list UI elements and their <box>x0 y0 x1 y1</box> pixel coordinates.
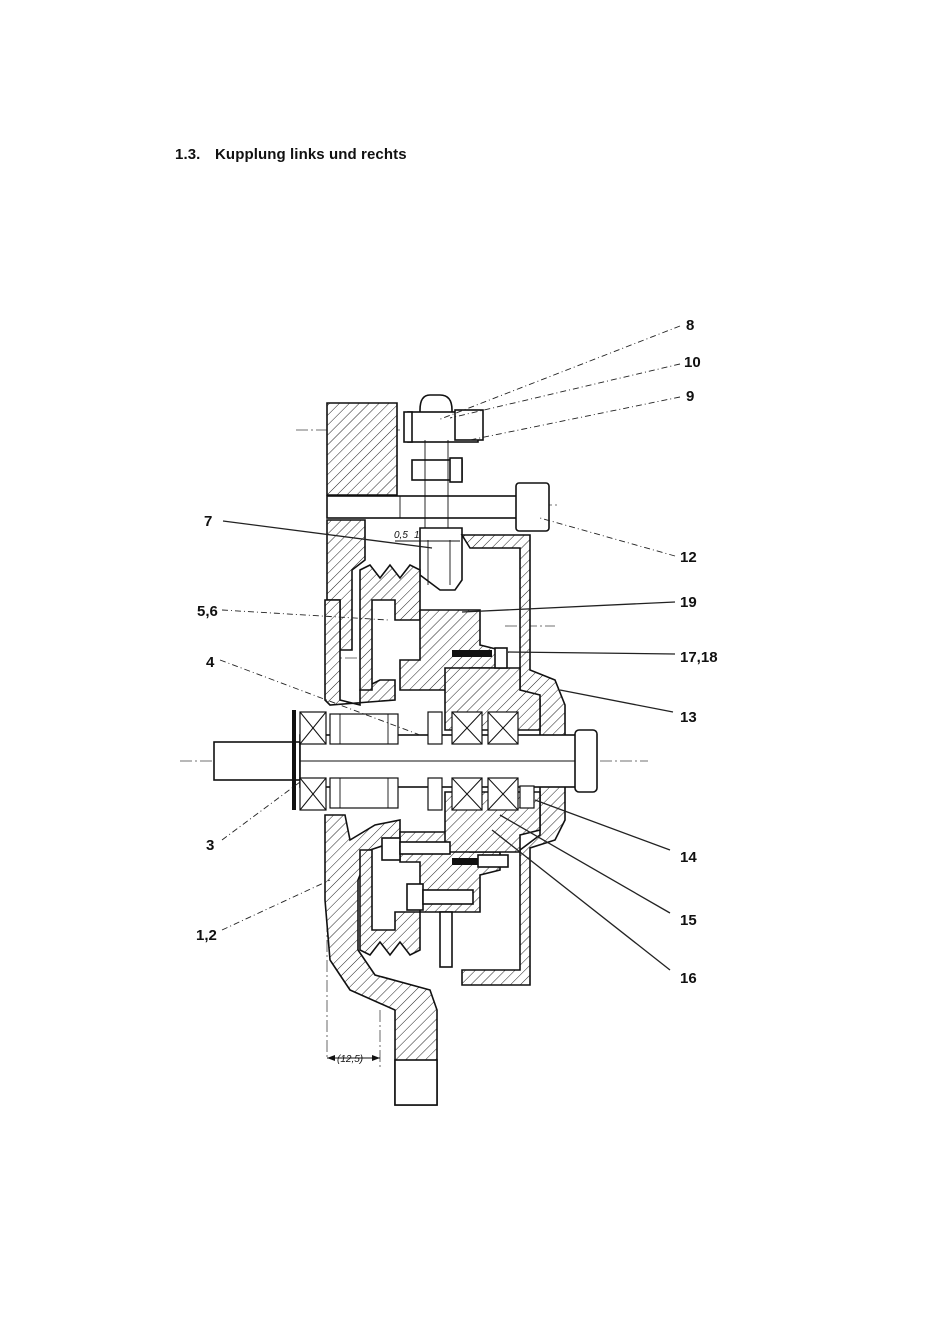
bearings <box>292 710 535 811</box>
spring-17-18 <box>452 647 509 868</box>
callout-3: 3 <box>206 837 214 854</box>
callout-16: 16 <box>680 970 697 987</box>
lever-assembly <box>403 394 484 591</box>
bolt-12 <box>326 482 550 532</box>
callout-17-18: 17,18 <box>680 649 718 666</box>
callout-1-2: 1,2 <box>196 927 217 944</box>
callout-19: 19 <box>680 594 697 611</box>
housing <box>324 402 438 1106</box>
section-number: 1.3. <box>175 146 201 163</box>
lower-screws <box>381 837 474 968</box>
callout-13: 13 <box>680 709 697 726</box>
section-title: Kupplung links und rechts <box>215 146 407 163</box>
callout-5-6: 5,6 <box>197 603 218 620</box>
callout-10: 10 <box>684 354 701 371</box>
clearance-alt-value: 1 <box>414 530 420 541</box>
offset-value: (12,5) <box>337 1054 363 1065</box>
leader-lines <box>219 325 681 971</box>
offset-dimension: (12,5) <box>327 1054 380 1065</box>
clearance-dimension: 0,5 1 <box>394 530 460 542</box>
callout-14: 14 <box>680 849 697 866</box>
callout-7: 7 <box>204 513 212 530</box>
callout-8: 8 <box>686 317 694 334</box>
clearance-value: 0,5 <box>394 530 408 541</box>
callout-labels: 8 10 9 12 7 19 5,6 17,18 4 13 14 3 15 1,… <box>196 317 718 987</box>
callout-4: 4 <box>206 654 215 671</box>
callout-12: 12 <box>680 549 697 566</box>
shaft <box>213 729 598 793</box>
callout-9: 9 <box>686 388 694 405</box>
pulley-5-6 <box>359 563 421 957</box>
callout-15: 15 <box>680 912 697 929</box>
page-title: 1.3. Kupplung links und rechts <box>175 146 407 163</box>
